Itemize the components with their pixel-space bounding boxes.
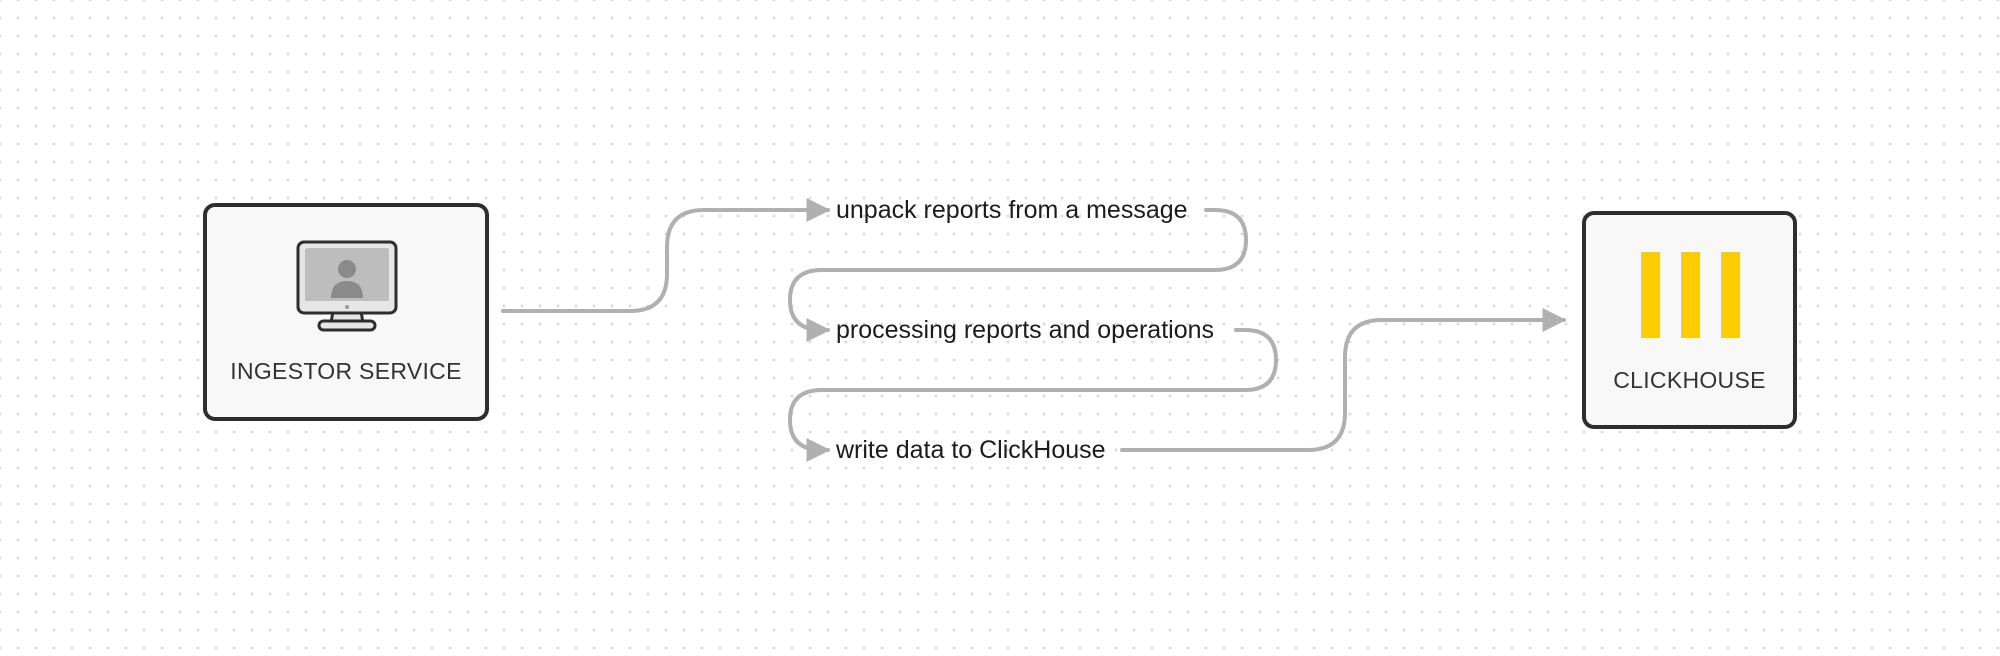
clickhouse-logo-bar <box>1681 252 1700 338</box>
clickhouse-logo-bar <box>1721 252 1740 338</box>
clickhouse-logo-icon <box>1641 252 1741 342</box>
connector-ingestor-to-unpack <box>501 198 831 313</box>
clickhouse-logo-bar <box>1641 252 1660 338</box>
step-unpack-label: unpack reports from a message <box>836 196 1188 224</box>
clickhouse-node[interactable]: CLICKHOUSE <box>1582 211 1797 429</box>
step-write-label: write data to ClickHouse <box>836 436 1106 464</box>
connector-unpack-to-processing <box>788 208 1248 342</box>
connector-processing-to-write <box>788 328 1278 462</box>
ingestor-service-node[interactable]: INGESTOR SERVICE <box>203 203 489 421</box>
step-processing-label: processing reports and operations <box>836 316 1215 344</box>
connector-write-to-clickhouse <box>1120 308 1567 452</box>
monitor-user-icon <box>296 240 398 332</box>
ingestor-service-label: INGESTOR SERVICE <box>230 358 462 384</box>
clickhouse-label: CLICKHOUSE <box>1613 367 1766 393</box>
